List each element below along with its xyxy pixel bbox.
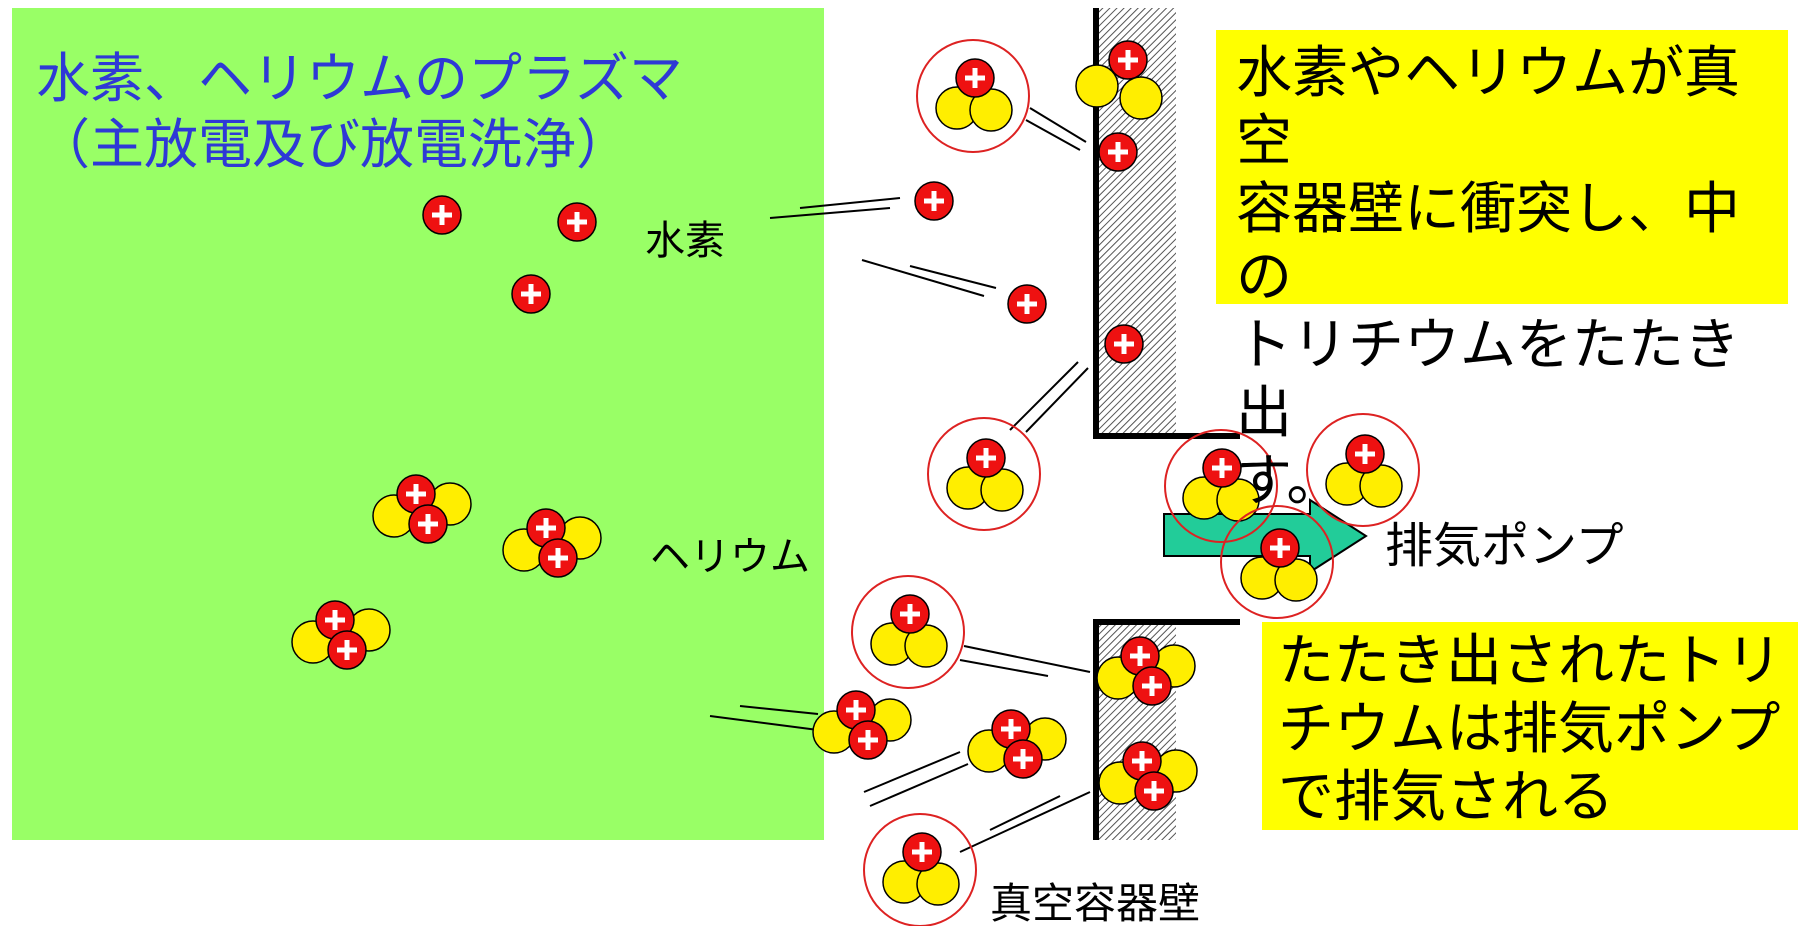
callout-exhaust-line: で排気される [1278,765,1614,830]
vacuum-wall-label: 真空容器壁 [990,879,1201,928]
callout-collision: 水素やヘリウムが真空 容器壁に衝突し、中の トリチウムをたたき出 す。 [1216,30,1788,514]
callout-exhaust-line: チウムは排気ポンプ [1278,697,1781,762]
plasma-region [12,8,824,840]
callout-collision-line: トリチウムをたたき出 [1236,313,1740,446]
plasma-title-line2: （主放電及び放電洗浄） [36,113,630,176]
callout-collision-line: 水素やヘリウムが真空 [1236,41,1740,174]
callout-exhaust-line: たたき出されたトリ [1278,629,1782,694]
callout-collision-line: す。 [1236,449,1343,514]
plasma-title: 水素、ヘリウムのプラズマ （主放電及び放電洗浄） [36,46,683,178]
exhaust-pump-label: 排気ポンプ [1385,518,1624,574]
callout-exhaust: たたき出されたトリ チウムは排気ポンプ で排気される [1262,622,1798,830]
plasma-title-line1: 水素、ヘリウムのプラズマ [36,47,683,110]
released-tritium [851,39,1420,926]
helium-label: ヘリウム [650,534,810,580]
motion-trails [709,107,1091,853]
hydrogen-label: 水素 [645,218,725,264]
callout-collision-line: 容器壁に衝突し、中の [1236,177,1740,310]
